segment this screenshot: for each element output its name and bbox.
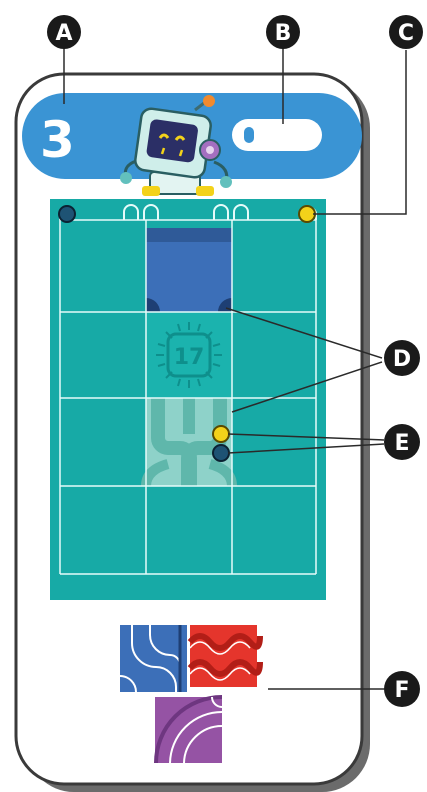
tile-dot-navy bbox=[212, 444, 230, 462]
loose-tile-red bbox=[187, 625, 263, 687]
robot-mascot-icon bbox=[120, 95, 232, 196]
svg-text:C: C bbox=[398, 21, 414, 46]
callout-f: F bbox=[384, 671, 420, 707]
callout-d: D bbox=[384, 340, 420, 376]
loose-tile-blue bbox=[119, 625, 187, 693]
callout-c: C bbox=[389, 15, 423, 49]
leader-lines bbox=[63, 48, 407, 690]
callout-b: B bbox=[266, 15, 300, 49]
tile-dot-yellow bbox=[212, 425, 230, 443]
blue-path-tile bbox=[146, 228, 232, 312]
callout-e: E bbox=[384, 424, 420, 460]
svg-text:F: F bbox=[394, 678, 409, 703]
callout-a: A bbox=[47, 15, 81, 49]
loose-tiles bbox=[119, 625, 263, 764]
level-number: 3 bbox=[40, 111, 75, 169]
challenge-number: 17 bbox=[174, 345, 205, 370]
game-board: 17 bbox=[50, 199, 326, 600]
loose-tile-purple bbox=[154, 695, 223, 764]
sun-badge-icon: 17 bbox=[146, 312, 232, 398]
toggle-pill-icon bbox=[232, 119, 322, 151]
end-dot-yellow bbox=[298, 205, 316, 223]
svg-text:B: B bbox=[275, 21, 292, 46]
svg-text:A: A bbox=[55, 21, 72, 46]
start-dot-navy bbox=[58, 205, 76, 223]
svg-text:E: E bbox=[394, 431, 409, 456]
svg-text:D: D bbox=[393, 347, 411, 372]
